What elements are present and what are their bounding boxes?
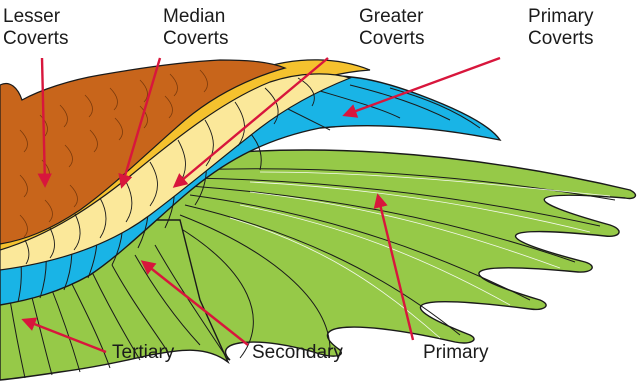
label-primary: Primary (423, 342, 488, 364)
label-lesser-line2: Coverts (3, 28, 68, 50)
label-lesser-coverts: Lesser Coverts (3, 6, 68, 50)
label-median-line2: Coverts (163, 28, 228, 50)
label-greater-line1: Greater (359, 6, 424, 28)
label-greater-line2: Coverts (359, 28, 424, 50)
label-secondary: Secondary (252, 342, 343, 364)
label-primary-coverts: Primary Coverts (528, 6, 593, 50)
label-median-coverts: Median Coverts (163, 6, 228, 50)
label-greater-coverts: Greater Coverts (359, 6, 424, 50)
label-lesser-line1: Lesser (3, 6, 68, 28)
label-median-line1: Median (163, 6, 228, 28)
label-tertiary: Tertiary (112, 342, 174, 364)
label-primary-coverts-line2: Coverts (528, 28, 593, 50)
label-primary-coverts-line1: Primary (528, 6, 593, 28)
